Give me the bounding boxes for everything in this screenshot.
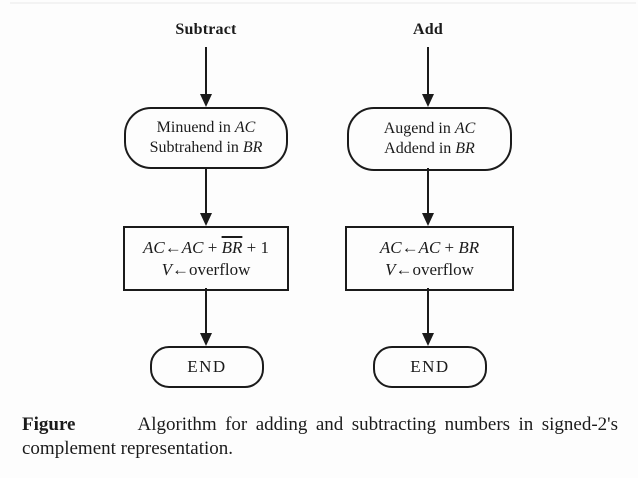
arrow-head-icon [422,213,434,226]
down-arrow-add-2 [421,168,435,226]
assign-arrow: ← [172,259,189,279]
arrow-shaft [205,47,207,95]
arrow-shaft [427,47,429,95]
down-arrow-add-3 [421,288,435,346]
arrow-head-icon [200,333,212,346]
entry-line-1: Minuend in AC [157,118,256,138]
formula-term: V [385,259,396,279]
formula-term: AC [418,237,441,257]
down-arrow-add-1 [421,47,435,107]
register-name: BR [242,139,263,156]
figure-caption: Figure Algorithm for adding and subtracti… [22,413,618,461]
arrow-head-icon [200,213,212,226]
arrow-head-icon [422,94,434,107]
entry-text: Subtrahend in [149,139,243,156]
process-formula: AC←AC + BR + 1 [143,237,269,259]
top-label-subtract: Subtract [175,21,237,38]
entry-text: Addend in [384,140,456,157]
entry-text: Augend in [383,120,455,137]
formula-term: overflow [412,259,474,279]
overflow-assignment: V←overflow [385,259,474,281]
arrow-shaft [205,288,207,334]
formula-term: AC [143,237,165,257]
scan-artifact-line [10,2,636,4]
entry-line-2: Addend in BR [384,139,475,159]
assign-arrow: ← [164,237,182,257]
end-terminal-subtract: END [150,346,264,388]
assign-arrow: ← [395,259,413,279]
end-label: END [187,357,227,376]
register-name: BR [455,140,475,157]
formula-tail: + 1 [242,237,269,257]
process-box-subtract: AC←AC + BR + 1 V←overflow [123,226,289,291]
formula-term: overflow [189,259,251,279]
down-arrow-subtract-3 [199,288,213,346]
formula-term: V [161,259,172,279]
entry-line-2: Subtrahend in BR [150,138,263,158]
down-arrow-subtract-2 [199,167,213,226]
top-label-add: Add [413,21,443,38]
caption-line-1: Figure Algorithm for adding and subtracti… [22,413,618,437]
end-label: END [410,357,450,376]
overflow-assignment: V←overflow [162,259,251,281]
arrow-head-icon [422,333,434,346]
end-terminal-add: END [373,346,487,388]
down-arrow-subtract-1 [199,47,213,107]
entry-line-1: Augend in AC [384,119,476,139]
formula-term: AC [181,237,204,257]
process-formula: AC←AC + BR [380,237,479,259]
entry-terminal-subtract: Minuend in AC Subtrahend in BR [124,107,288,169]
entry-terminal-add: Augend in AC Addend in BR [347,107,512,171]
register-name: AC [454,120,476,137]
operator: + [203,237,222,257]
formula-term: AC [379,237,402,257]
arrow-shaft [427,288,429,334]
caption-line-2: complement representation. [22,438,234,459]
register-name: AC [234,119,256,136]
assign-arrow: ← [401,237,419,257]
caption-figure-label: Figure [22,414,76,435]
arrow-shaft [205,167,207,214]
process-box-add: AC←AC + BR V←overflow [345,226,514,291]
entry-text: Minuend in [156,119,235,136]
formula-term-complemented: BR [221,237,243,257]
caption-text: Algorithm for adding and subtracting num… [137,414,618,435]
operator: + [440,237,459,257]
arrow-head-icon [200,94,212,107]
formula-term: BR [458,237,480,257]
arrow-shaft [427,168,429,214]
